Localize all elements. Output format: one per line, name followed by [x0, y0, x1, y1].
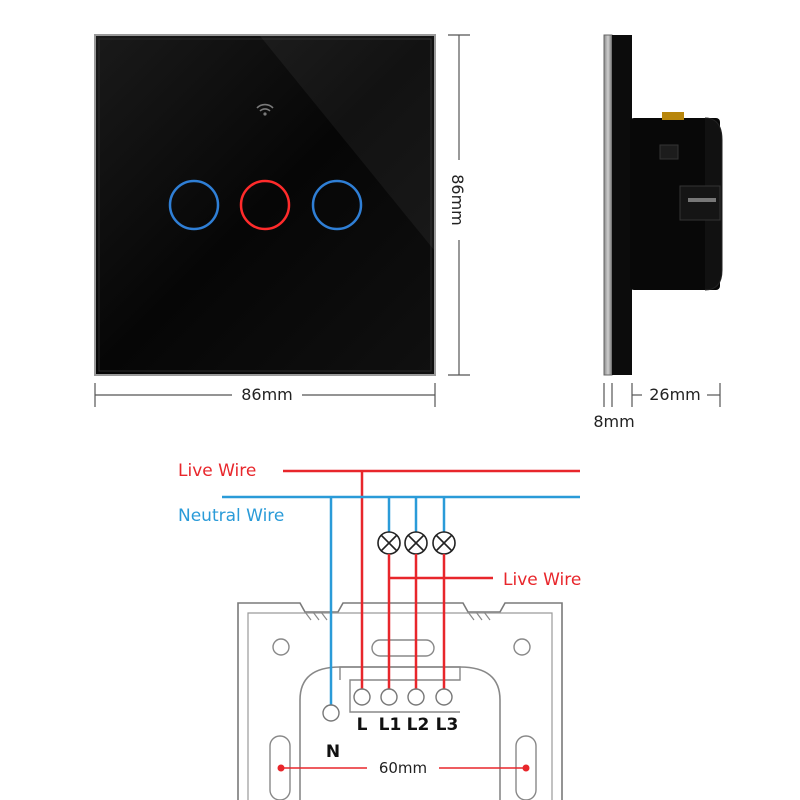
terminal-N — [322, 704, 340, 722]
mount-hole-left — [272, 638, 290, 656]
panel-bevel — [98, 38, 432, 372]
terminal-L2 — [407, 688, 425, 706]
terminal-L3 — [435, 688, 453, 706]
side-plate — [612, 35, 632, 375]
backplate-vents — [304, 611, 491, 621]
side-body — [630, 118, 720, 290]
lamp-icon — [432, 531, 456, 555]
side-screw — [662, 112, 684, 120]
height-label: 86mm — [448, 174, 467, 226]
switch-panel — [94, 34, 436, 376]
touch-button-2[interactable] — [239, 179, 291, 231]
width-dimension — [94, 383, 436, 407]
backplate-inner — [247, 612, 553, 800]
mount-spacing-dimension — [277, 764, 530, 772]
touch-button-3[interactable] — [311, 179, 363, 231]
glass-reflection — [260, 36, 434, 250]
glass-thickness-label: 8mm — [593, 412, 634, 431]
terminal-label-L: L — [357, 715, 368, 735]
wiring-diagram: Live Wire Neutral Wire Live Wire N — [178, 461, 581, 800]
neutral-wire-label: Neutral Wire — [178, 506, 284, 526]
terminal-block — [339, 666, 461, 713]
terminal-label-L1: L1 — [379, 715, 402, 735]
lamp-icon — [404, 531, 428, 555]
terminal-label-L3: L3 — [436, 715, 459, 735]
depth-dimension — [603, 383, 721, 407]
terminal-label-L2: L2 — [407, 715, 430, 735]
mount-hole-right — [513, 638, 531, 656]
touch-button-1[interactable] — [168, 179, 220, 231]
depth-label: 26mm — [649, 385, 701, 404]
live-wire-label-load: Live Wire — [503, 570, 581, 590]
terminal-label-N: N — [326, 742, 340, 762]
center-slot — [371, 639, 435, 657]
backplate-outline — [237, 602, 563, 800]
side-glass-edge — [603, 34, 613, 376]
wifi-icon — [256, 103, 274, 116]
side-clip-top — [659, 144, 679, 160]
live-wire-label-top: Live Wire — [178, 461, 256, 481]
side-terminal-slot — [679, 185, 721, 221]
terminal-L1 — [380, 688, 398, 706]
height-dimension — [448, 34, 470, 376]
terminal-L — [353, 688, 371, 706]
side-view: 26mm 8mm — [593, 34, 723, 431]
mount-spacing-label: 60mm — [379, 759, 427, 777]
front-view: 86mm 86mm — [94, 34, 470, 407]
lamp-icon — [377, 531, 401, 555]
width-label: 86mm — [241, 385, 293, 404]
